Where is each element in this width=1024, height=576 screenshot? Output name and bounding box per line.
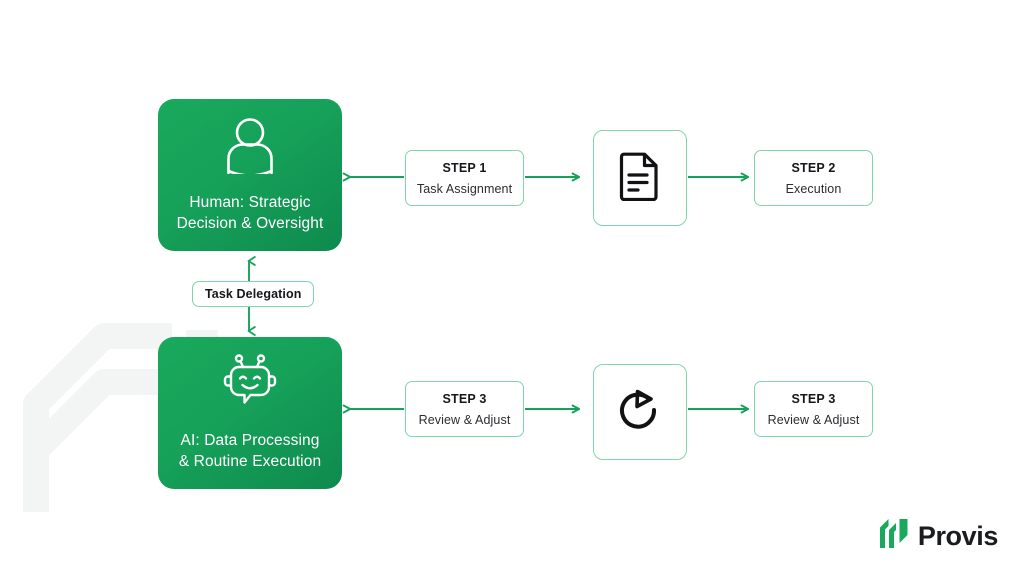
brand-name: Provis — [917, 520, 999, 551]
task-delegation-text: Task Delegation — [205, 287, 302, 301]
step-box-2[interactable]: STEP 2 Execution — [754, 150, 873, 206]
role-card-human-label: Human: Strategic Decision & Oversight — [176, 194, 324, 232]
refresh-loop-icon — [616, 386, 664, 439]
brand-logo: Provis — [879, 518, 998, 554]
step-2-description: Execution — [785, 181, 842, 196]
role-card-ai-label: AI: Data Processing & Routine Execution — [178, 432, 322, 470]
step-4-description: Review & Adjust — [767, 412, 860, 427]
step-box-1[interactable]: STEP 1 Task Assignment — [405, 150, 524, 206]
step-3-description: Review & Adjust — [418, 412, 511, 427]
step-box-3[interactable]: STEP 3 Review & Adjust — [405, 381, 524, 437]
icon-box-document[interactable] — [593, 130, 687, 226]
person-icon — [223, 116, 277, 179]
robot-icon — [221, 354, 279, 417]
step-1-description: Task Assignment — [416, 181, 513, 196]
step-4-title: STEP 3 — [791, 391, 836, 406]
step-1-title: STEP 1 — [442, 160, 487, 175]
provis-logo-mark-icon — [879, 518, 909, 554]
role-card-ai[interactable]: AI: Data Processing & Routine Execution — [158, 337, 342, 489]
step-box-4[interactable]: STEP 3 Review & Adjust — [754, 381, 873, 437]
icon-box-refresh-loop[interactable] — [593, 364, 687, 460]
document-icon — [619, 151, 661, 206]
task-delegation-label[interactable]: Task Delegation — [192, 281, 315, 307]
step-3-title: STEP 3 — [442, 391, 487, 406]
step-2-title: STEP 2 — [791, 160, 836, 175]
role-card-human[interactable]: Human: Strategic Decision & Oversight — [158, 99, 342, 251]
